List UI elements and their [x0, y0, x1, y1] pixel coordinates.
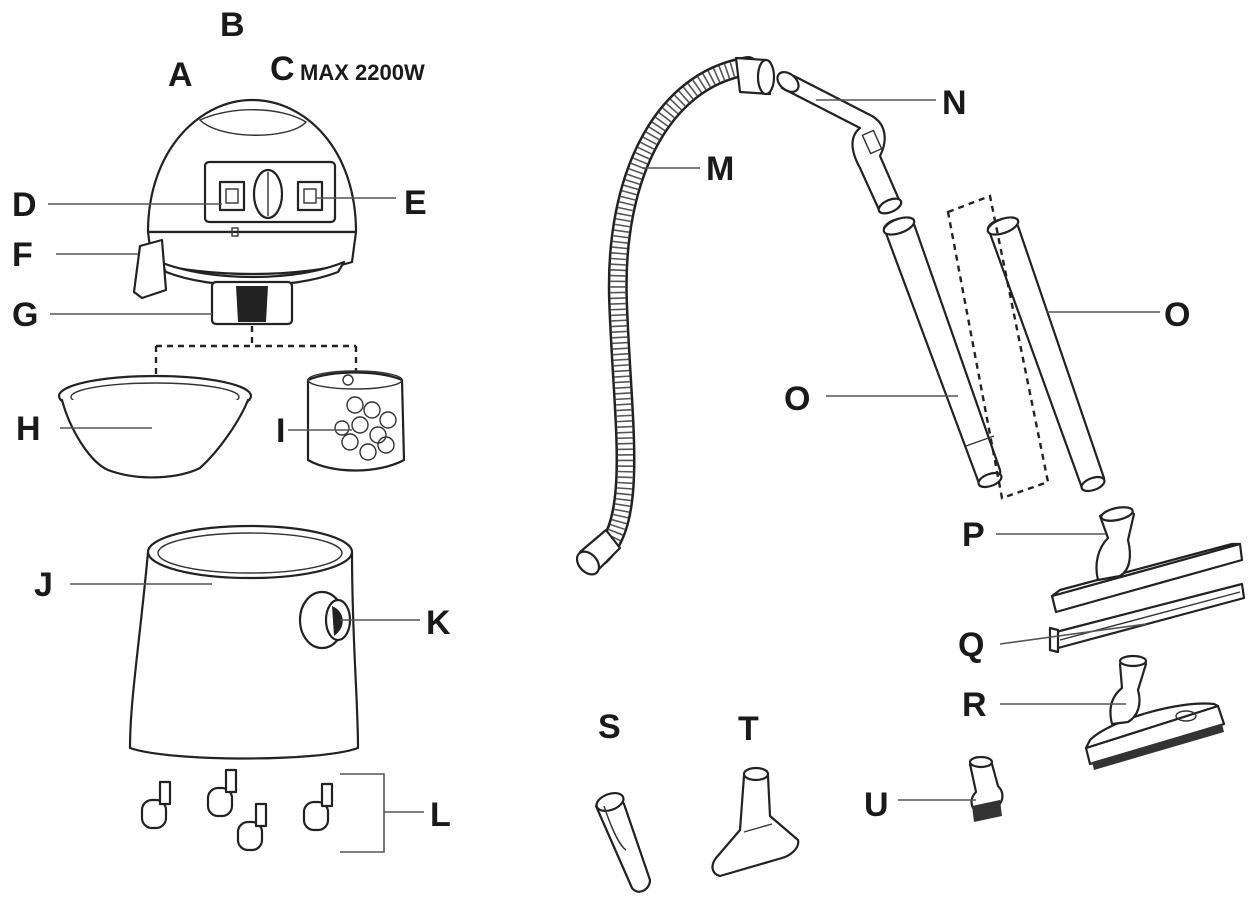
label-p: P — [962, 516, 985, 554]
label-j: J — [34, 566, 53, 604]
label-a: A — [168, 56, 193, 94]
tank — [128, 524, 360, 760]
label-o-left: O — [784, 380, 810, 418]
label-i: I — [276, 412, 285, 450]
label-h: H — [16, 410, 41, 448]
label-o-right: O — [1164, 296, 1190, 334]
label-m: M — [706, 150, 734, 188]
label-l: L — [430, 796, 451, 834]
label-s: S — [598, 708, 621, 746]
curved-handle — [776, 71, 903, 215]
label-k: K — [426, 604, 451, 642]
max-power-label: MAX 2200W — [300, 60, 425, 85]
castors — [140, 768, 385, 853]
label-c: C — [270, 50, 295, 88]
cartridge-filter — [306, 370, 406, 472]
motor-head — [132, 98, 358, 378]
label-b: B — [220, 6, 245, 44]
label-e: E — [404, 184, 427, 222]
label-g: G — [12, 296, 38, 334]
floor-nozzle — [1050, 506, 1244, 614]
leader-lines — [48, 99, 1160, 813]
label-q: Q — [958, 626, 984, 664]
part-labels: A B C MAX 2200W D E F G H I J K L M N O … — [12, 6, 1190, 834]
label-u: U — [864, 786, 889, 824]
hose — [575, 56, 776, 576]
label-d: D — [12, 186, 37, 224]
label-r: R — [962, 686, 987, 724]
label-n: N — [942, 84, 967, 122]
combi-nozzle — [1084, 654, 1226, 770]
crevice-tool — [594, 791, 652, 893]
upholstery-nozzle — [711, 766, 800, 878]
label-f: F — [12, 236, 33, 274]
extension-tubes — [882, 194, 1106, 500]
dusting-brush — [968, 755, 1004, 822]
dust-bag — [57, 374, 253, 479]
label-t: T — [738, 710, 759, 748]
